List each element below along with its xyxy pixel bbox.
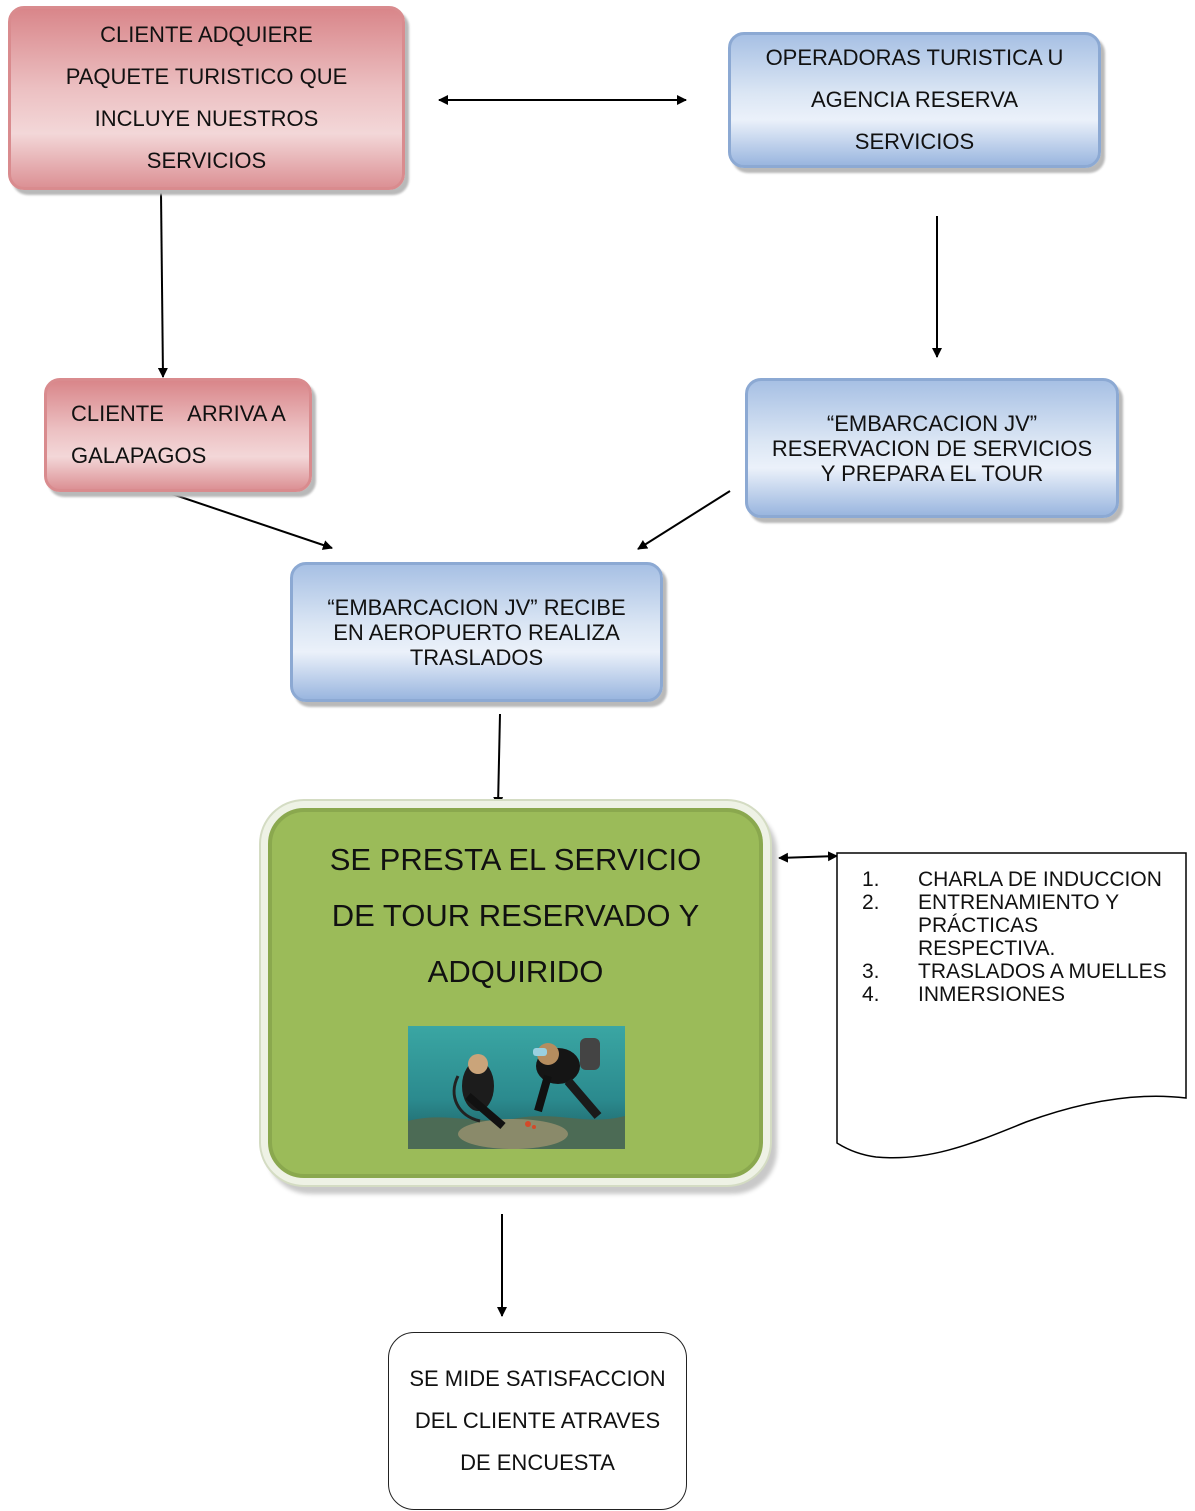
arrow-arrives-to-receives <box>162 490 333 550</box>
node-service: SE PRESTA EL SERVICIO DE TOUR RESERVADO … <box>268 808 763 1178</box>
node-client-arrives-label: CLIENTE ARRIVA A GALAPAGOS <box>71 401 291 468</box>
activities-list: 1. CHARLA DE INDUCCION 2. ENTRENAMIENTO Y … <box>852 868 1172 1006</box>
activity-text: INMERSIONES <box>918 983 1066 1006</box>
activity-item: 4. INMERSIONES <box>852 983 1172 1006</box>
node-embarcacion-receives-label: “EMBARCACION JV” RECIBE EN AEROPUERTO RE… <box>327 594 626 670</box>
activity-number: 2. <box>862 891 880 914</box>
activities-document-shape <box>836 852 1187 1159</box>
activity-text: CHARLA DE INDUCCION <box>918 868 1162 891</box>
node-survey: SE MIDE SATISFACCION DEL CLIENTE ATRAVES… <box>388 1332 687 1510</box>
arrow-receives-to-service <box>493 713 504 807</box>
scuba-divers-photo <box>408 1026 625 1149</box>
activity-number: 4. <box>862 983 880 1006</box>
activity-item: 3. TRASLADOS A MUELLES <box>852 960 1172 983</box>
node-embarcacion-prepares-label: “EMBARCACION JV” RESERVACION DE SERVICIO… <box>771 410 1093 486</box>
node-client-arrives: CLIENTE ARRIVA A GALAPAGOS <box>44 378 312 492</box>
node-service-label: SE PRESTA EL SERVICIO DE TOUR RESERVADO … <box>329 842 702 989</box>
arrow-prepares-to-receives <box>637 490 731 550</box>
node-embarcacion-receives: “EMBARCACION JV” RECIBE EN AEROPUERTO RE… <box>290 562 663 702</box>
activity-item: 1. CHARLA DE INDUCCION <box>852 868 1172 891</box>
node-embarcacion-prepares: “EMBARCACION JV” RESERVACION DE SERVICIO… <box>745 378 1119 518</box>
node-survey-label: SE MIDE SATISFACCION DEL CLIENTE ATRAVES… <box>409 1366 666 1475</box>
activity-item: 2. ENTRENAMIENTO Y PRÁCTICAS RESPECTIVA. <box>852 891 1172 960</box>
activity-text: ENTRENAMIENTO Y PRÁCTICAS RESPECTIVA. <box>918 891 1119 960</box>
arrow-service-activities <box>778 851 838 863</box>
node-client-buys: CLIENTE ADQUIERE PAQUETE TURISTICO QUE I… <box>8 6 405 190</box>
node-operators: OPERADORAS TURISTICA U AGENCIA RESERVA S… <box>728 32 1101 168</box>
node-operators-label: OPERADORAS TURISTICA U AGENCIA RESERVA S… <box>765 45 1064 154</box>
activity-number: 3. <box>862 960 880 983</box>
arrow-client-buys-to-arrives <box>157 192 168 378</box>
activity-text: TRASLADOS A MUELLES <box>918 960 1167 983</box>
node-client-buys-label: CLIENTE ADQUIERE PAQUETE TURISTICO QUE I… <box>65 22 348 173</box>
activity-number: 1. <box>862 868 880 891</box>
